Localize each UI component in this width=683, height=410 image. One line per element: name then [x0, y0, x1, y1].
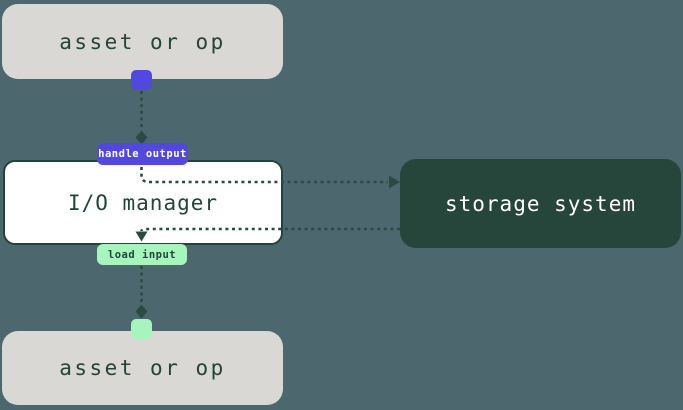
- output-handle: [131, 70, 152, 90]
- io-manager-node-label: I/O manager: [67, 190, 219, 215]
- asset-node-top-label: asset or op: [59, 29, 226, 54]
- asset-node-bottom: asset or op: [2, 331, 283, 405]
- load-input-edge-label: load input: [97, 244, 187, 265]
- diamond-marker-input: [135, 304, 148, 319]
- handle-output-edge-label-text: handle output: [98, 148, 187, 160]
- asset-node-bottom-label: asset or op: [59, 356, 226, 380]
- storage-system-node: storage system: [400, 159, 681, 248]
- io-manager-node: I/O manager: [3, 160, 283, 245]
- handle-output-edge-label: handle output: [97, 143, 188, 165]
- arrowhead-into-storage: [389, 175, 400, 189]
- storage-system-node-label: storage system: [444, 191, 636, 216]
- load-input-edge-label-text: load input: [107, 248, 177, 261]
- asset-node-top: asset or op: [2, 4, 283, 79]
- input-handle: [131, 319, 152, 339]
